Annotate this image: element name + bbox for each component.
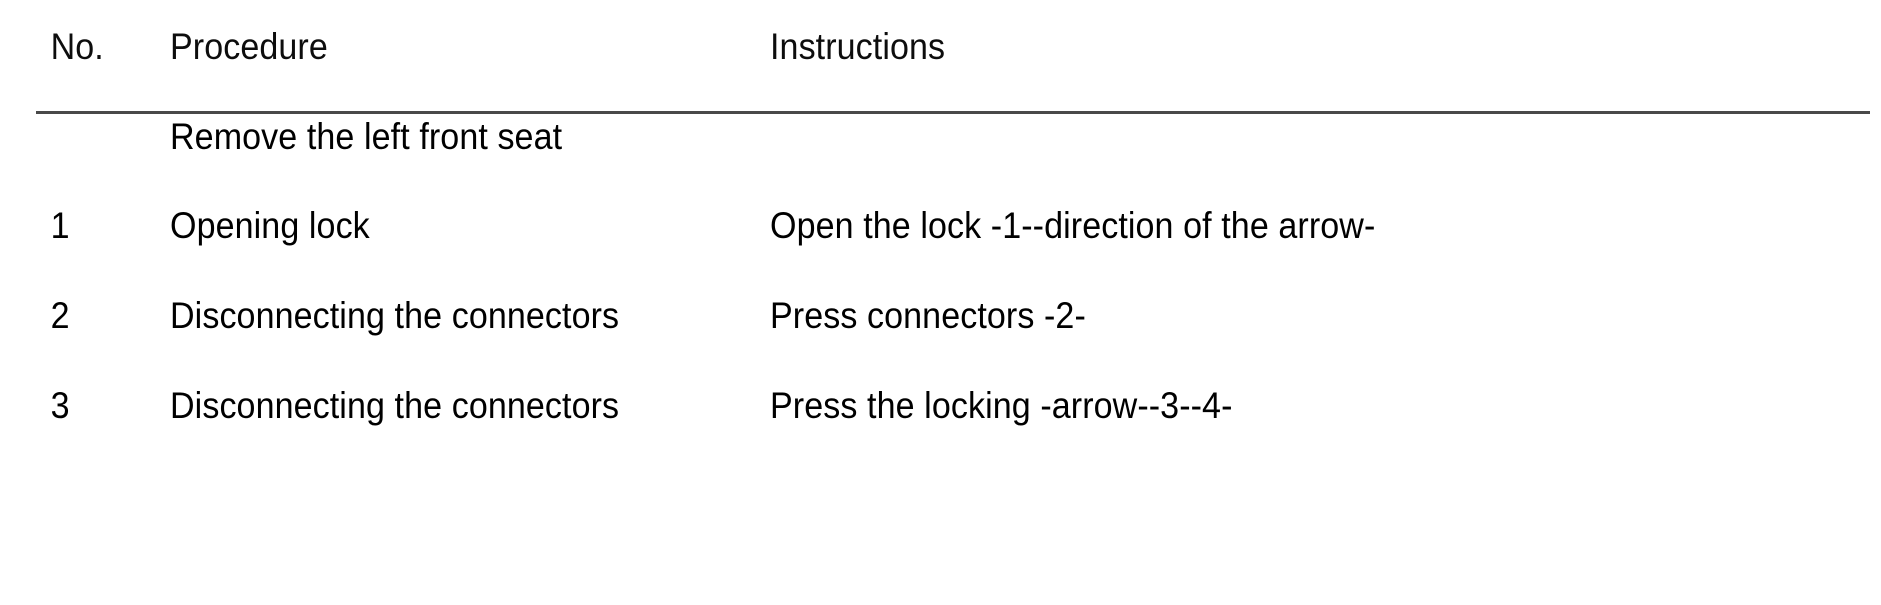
row-number: 2 — [50, 294, 70, 336]
table-row: 3 Disconnecting the connectors Press the… — [0, 360, 1881, 450]
table-row-group-heading: Remove the left front seat — [0, 92, 1881, 180]
column-header-instructions: Instructions — [770, 25, 946, 67]
row-instructions — [770, 92, 1792, 180]
row-instructions: Press the locking -arrow--3--4- — [770, 384, 1233, 426]
table-row: 2 Disconnecting the connectors Press con… — [0, 270, 1881, 360]
procedure-table: No. Procedure Instructions Remove the le… — [0, 0, 1881, 450]
row-procedure: Opening lock — [170, 204, 370, 246]
column-header-no: No. — [50, 25, 104, 67]
column-header-procedure: Procedure — [170, 25, 328, 67]
row-procedure: Disconnecting the connectors — [170, 384, 620, 426]
row-number — [0, 92, 156, 180]
row-procedure: Disconnecting the connectors — [170, 294, 620, 336]
header-separator-rule — [36, 111, 1870, 114]
row-instructions: Open the lock -1--direction of the arrow… — [770, 204, 1376, 246]
row-number: 3 — [50, 384, 70, 426]
row-procedure: Remove the left front seat — [170, 115, 563, 157]
table-row: 1 Opening lock Open the lock -1--directi… — [0, 180, 1881, 270]
row-number: 1 — [50, 204, 70, 246]
row-instructions: Press connectors -2- — [770, 294, 1086, 336]
table-header-row: No. Procedure Instructions — [0, 0, 1881, 92]
